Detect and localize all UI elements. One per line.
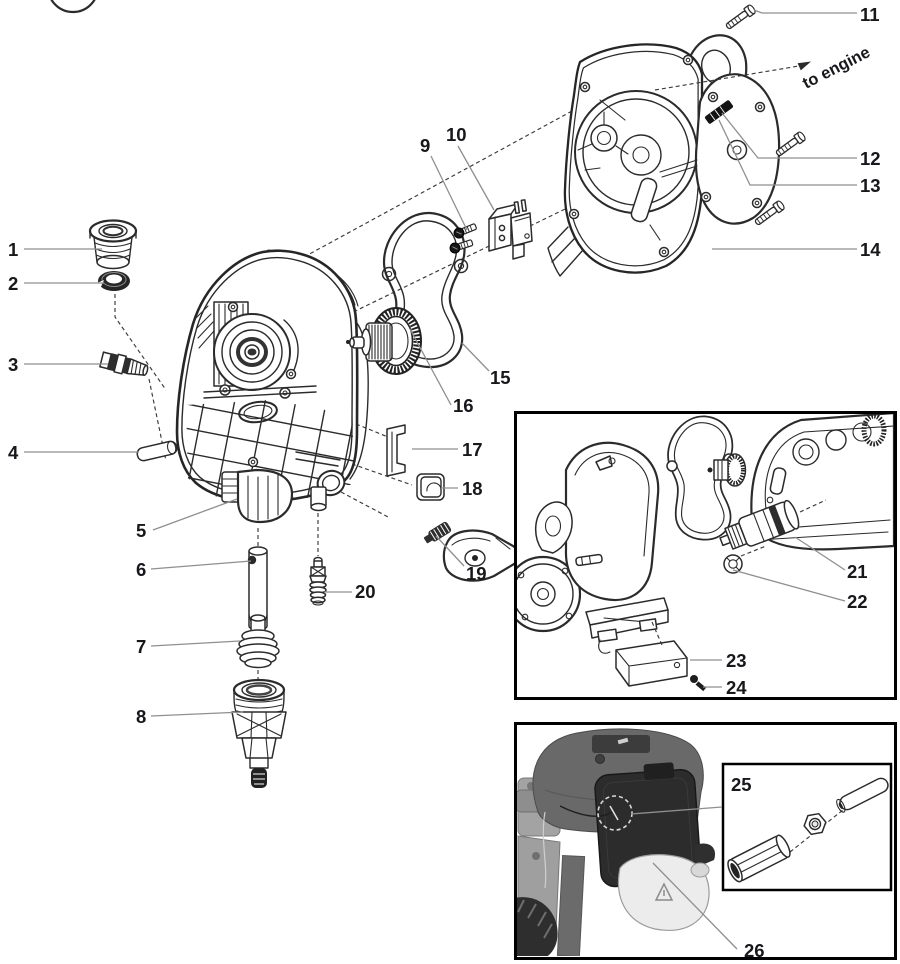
callout-2: 2 xyxy=(8,273,18,294)
part-18-button-drawing xyxy=(416,473,445,501)
part-5-manifold-drawing xyxy=(221,468,294,524)
callout-7: 7 xyxy=(136,636,146,657)
part-21-transducer-drawing xyxy=(719,499,800,550)
callout-4: 4 xyxy=(8,442,19,463)
spark-plug-callout-circle xyxy=(597,795,633,831)
callout-9: 9 xyxy=(420,135,430,156)
part-15-gasket-drawing xyxy=(381,211,469,369)
callout-6: 6 xyxy=(136,559,146,580)
callout-17: 17 xyxy=(462,439,483,460)
part-14-adapter-housing-drawing xyxy=(547,34,781,277)
callout-18: 18 xyxy=(462,478,483,499)
callout-25: 25 xyxy=(731,774,752,795)
callout-labels: 1 2 3 4 5 6 7 8 9 10 11 12 13 14 15 16 1… xyxy=(8,4,881,961)
pump-housing-drawing xyxy=(175,249,369,512)
part-10-bracket-drawing xyxy=(488,199,533,260)
callout-5: 5 xyxy=(136,520,146,541)
callout-12: 12 xyxy=(860,148,881,169)
part-2-seal-ring-drawing xyxy=(97,271,130,291)
callout-13: 13 xyxy=(860,175,881,196)
inset-engine-detail-content xyxy=(517,728,893,956)
part-3-fitting-drawing xyxy=(99,351,149,376)
part-8-inlet-valve-drawing xyxy=(231,678,287,788)
part-20-fitting-drawing xyxy=(309,556,327,606)
part-4-pin-drawing xyxy=(136,440,178,462)
callout-24: 24 xyxy=(726,677,747,698)
callout-14: 14 xyxy=(860,239,881,260)
part-19-knob-drawing xyxy=(423,521,520,582)
callout-22: 22 xyxy=(847,591,868,612)
part-23-cover-drawing xyxy=(615,640,688,687)
callout-20: 20 xyxy=(355,581,376,602)
reference-circle-fragment xyxy=(50,0,96,14)
inset-drive-detail-content xyxy=(517,414,894,692)
callout-10: 10 xyxy=(446,124,467,145)
callout-23: 23 xyxy=(726,650,747,671)
part-25-tools-drawing xyxy=(727,777,889,883)
part-11-screw-drawing xyxy=(723,3,758,32)
part-7-packing-drawing xyxy=(236,614,280,669)
to-engine-arrow xyxy=(654,61,811,91)
callout-8: 8 xyxy=(136,706,146,727)
engine-photo xyxy=(517,728,716,956)
callout-1: 1 xyxy=(8,239,18,260)
callout-11: 11 xyxy=(860,4,880,25)
callout-19: 19 xyxy=(466,563,487,584)
part-22-washer-drawing xyxy=(723,554,743,574)
part-17-clip-drawing xyxy=(386,424,406,477)
part-13-stud-drawing xyxy=(705,100,733,124)
callout-15: 15 xyxy=(490,367,511,388)
leader-lines xyxy=(24,9,857,950)
to-engine-label: to engine xyxy=(800,43,874,92)
callout-16: 16 xyxy=(453,395,474,416)
part-1-bushing-drawing xyxy=(88,219,138,270)
callout-21: 21 xyxy=(847,561,868,582)
callout-26: 26 xyxy=(744,940,765,961)
callout-3: 3 xyxy=(8,354,18,375)
part-24-screw-drawing xyxy=(690,675,707,692)
